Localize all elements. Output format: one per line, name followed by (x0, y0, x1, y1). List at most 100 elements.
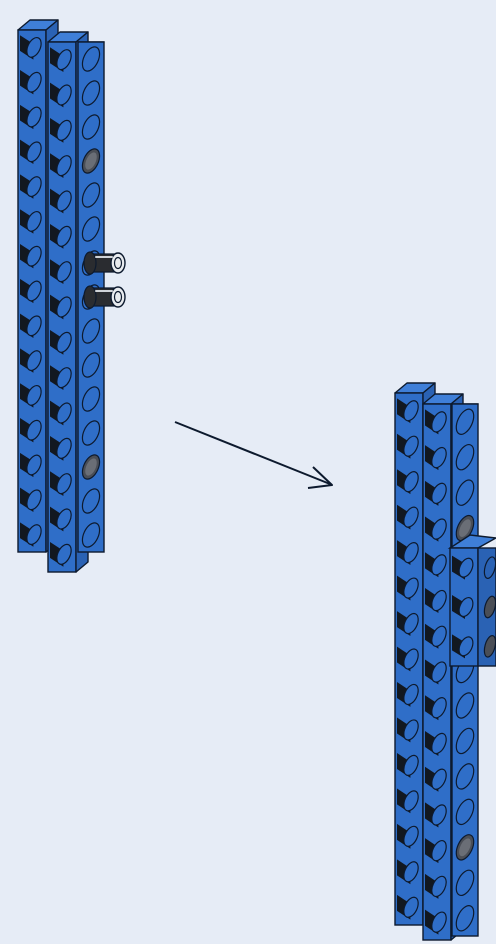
hole (455, 727, 475, 755)
hole (403, 861, 419, 883)
hole (431, 482, 447, 504)
hole (56, 402, 72, 424)
hole (431, 911, 447, 933)
hole (81, 488, 101, 514)
hole (458, 596, 474, 618)
hole (81, 216, 101, 242)
arrow-icon (174, 421, 333, 489)
hole (431, 554, 447, 576)
arrow-shaft (174, 421, 331, 485)
hole (56, 84, 72, 106)
hole (458, 557, 474, 578)
hole (56, 437, 72, 459)
hole (56, 331, 72, 353)
hole (56, 261, 72, 283)
hole (403, 825, 419, 847)
hole-highlight (85, 458, 97, 476)
hole (431, 625, 447, 647)
hole-highlight (85, 152, 97, 170)
hole (403, 577, 419, 599)
pin-tip (110, 252, 126, 274)
hole (455, 763, 475, 790)
hole (403, 400, 419, 422)
hole (81, 352, 101, 378)
hole (403, 790, 419, 812)
hole (458, 636, 474, 657)
hole (26, 71, 42, 93)
hole (26, 106, 42, 128)
hole (56, 508, 72, 530)
hole (403, 506, 419, 528)
friction-pin-icon (83, 285, 126, 309)
filled-hole (483, 635, 496, 658)
hole (56, 155, 72, 177)
hole (403, 683, 419, 706)
hole-highlight (459, 838, 471, 857)
hole (56, 543, 72, 565)
hole (81, 420, 101, 446)
hole (431, 411, 447, 433)
hole (403, 648, 419, 670)
hole (26, 141, 42, 163)
hole (455, 869, 475, 896)
hole (81, 46, 101, 72)
hole (81, 182, 101, 208)
hole (26, 419, 42, 441)
attached-short-beam (447, 534, 496, 667)
hole (26, 489, 42, 511)
pin-tip (110, 286, 126, 308)
hole (26, 280, 42, 302)
hole (403, 542, 419, 564)
hole (26, 210, 42, 232)
hole (431, 661, 447, 683)
hole (403, 896, 419, 918)
hole (431, 589, 447, 612)
hole (26, 315, 42, 337)
hole (431, 840, 447, 862)
hole (26, 176, 42, 198)
hole (455, 692, 475, 719)
hole (455, 444, 475, 471)
hole (56, 190, 72, 212)
hole (81, 80, 101, 106)
pin-head (83, 285, 97, 309)
hole (431, 446, 447, 469)
hole (26, 350, 42, 372)
hole (56, 225, 72, 247)
pin-tip-ring (113, 290, 123, 304)
lego-technic-beam-icon (451, 403, 479, 937)
hole (56, 473, 72, 495)
hole (26, 245, 42, 267)
hole (455, 479, 475, 506)
hole (81, 522, 101, 548)
hole (56, 49, 72, 71)
hole (403, 471, 419, 493)
hole (81, 114, 101, 140)
pin-tip-ring (113, 256, 123, 270)
hole (26, 454, 42, 476)
hole (403, 719, 419, 741)
hole (455, 408, 475, 435)
hole (403, 435, 419, 457)
hole-highlight (459, 519, 471, 538)
hole (26, 524, 42, 546)
hole (81, 318, 101, 344)
hole (403, 754, 419, 776)
hole (56, 119, 72, 141)
hole (431, 732, 447, 755)
hole (431, 875, 447, 898)
step-before-assembly (17, 19, 126, 573)
hole (26, 36, 42, 58)
hole (483, 556, 496, 579)
friction-pin-icon (83, 251, 126, 275)
step-arrow (174, 421, 333, 489)
hole (56, 367, 72, 389)
step-after-assembly (394, 382, 496, 941)
hole (56, 296, 72, 318)
pin-head (83, 251, 97, 275)
hole (455, 905, 475, 932)
hole (431, 697, 447, 719)
arrow-head (307, 466, 333, 489)
